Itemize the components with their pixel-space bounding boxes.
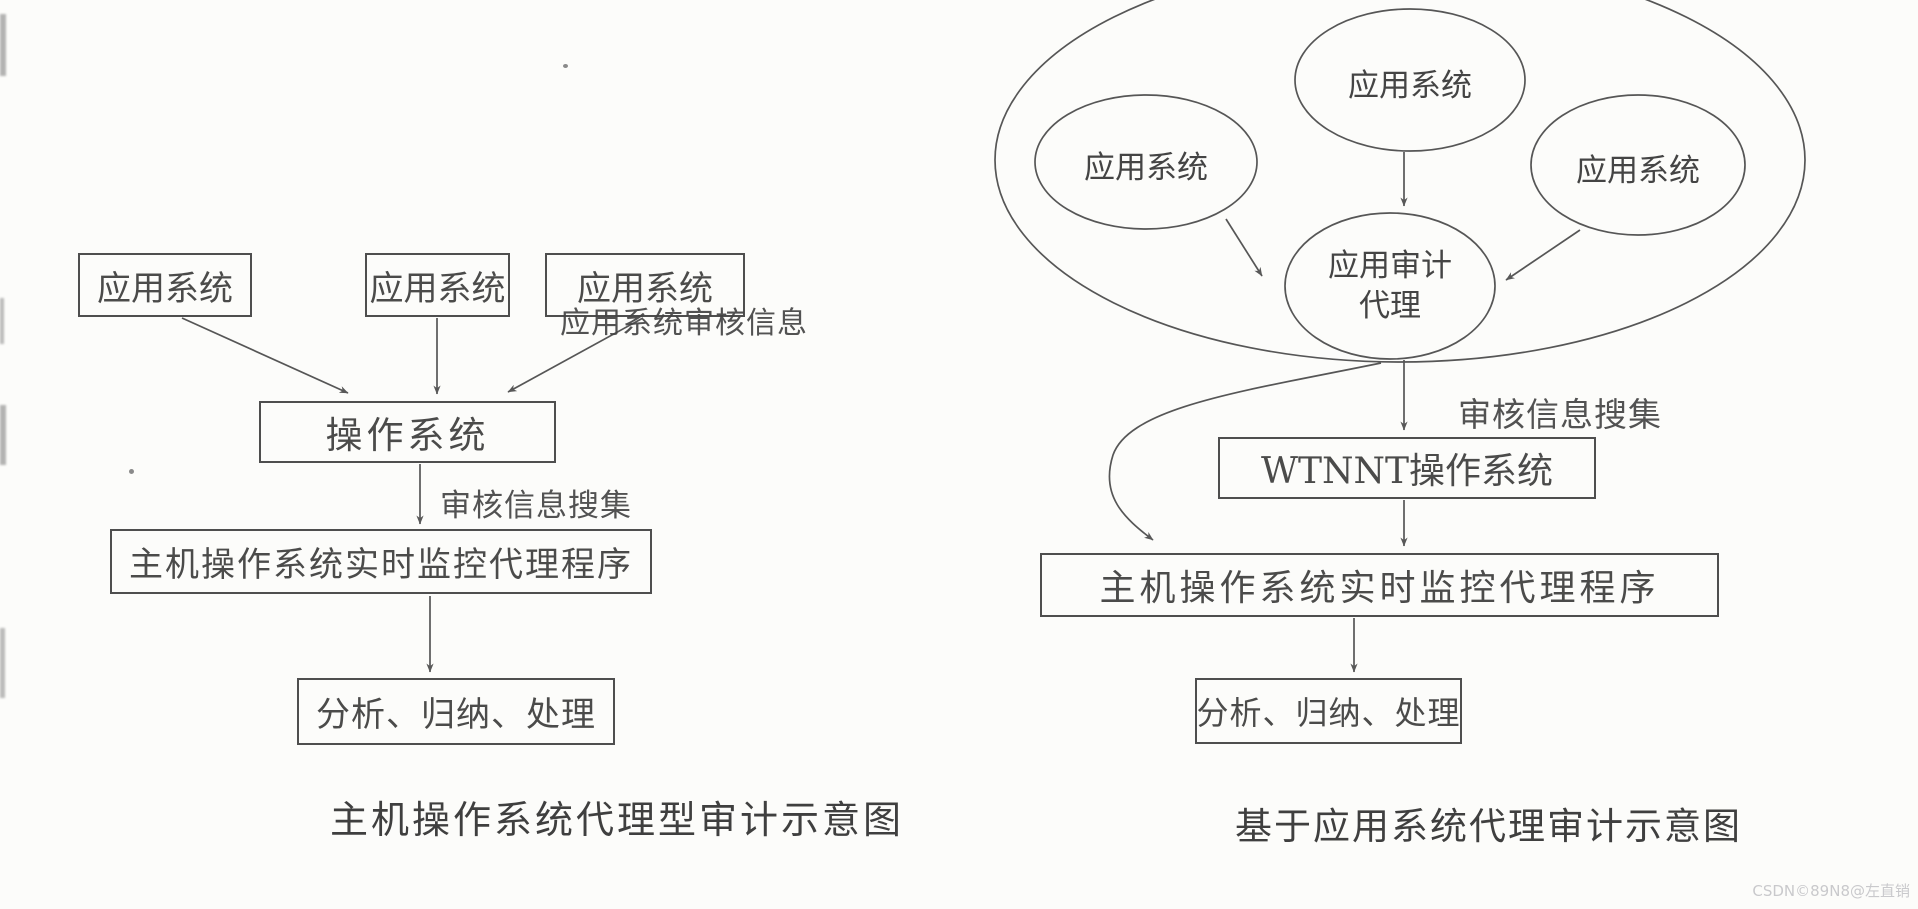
analysis-box-right-label: 分析、归纳、处理: [1196, 694, 1461, 732]
app-system-ellipse-top-label: 应用系统: [1348, 68, 1472, 104]
arrow-appleft-to-agent: [1225, 218, 1263, 277]
right-diagram-caption: 基于应用系统代理审计示意图: [1235, 805, 1742, 848]
app-system-box-2: 应用系统: [365, 253, 510, 317]
scan-artifact: [0, 298, 4, 344]
wtnnt-os-box-label: WTNNT操作系统: [1260, 451, 1554, 492]
app-system-ellipse-left: [1034, 94, 1258, 230]
wtnnt-os-box: WTNNT操作系统: [1218, 437, 1596, 499]
scan-artifact: [0, 405, 6, 465]
audit-agent-label-line1: 应用审计: [1328, 248, 1452, 284]
left-diagram-caption: 主机操作系统代理型审计示意图: [330, 798, 905, 842]
app-audit-info-label: 应用系统审核信息: [560, 306, 808, 341]
app-system-ellipse-right-label: 应用系统: [1576, 153, 1700, 189]
monitor-agent-box-right-label: 主机操作系统实时监控代理程序: [1099, 568, 1660, 609]
analysis-box-left-label: 分析、归纳、处理: [316, 695, 596, 735]
app-system-box-2-label: 应用系统: [369, 268, 506, 309]
scan-speck: [129, 469, 134, 474]
monitor-agent-box-left-label: 主机操作系统实时监控代理程序: [129, 545, 633, 585]
audit-agent-ellipse: [1284, 212, 1496, 360]
app-system-box-1: 应用系统: [78, 253, 252, 317]
csdn-watermark: CSDN©89N8@左直销: [1752, 882, 1910, 900]
app-system-ellipse-right: [1530, 94, 1746, 236]
curved-arrow-ellipse-to-monitor: [1108, 362, 1382, 541]
app-system-box-3: 应用系统: [545, 253, 745, 317]
scan-speck: [563, 64, 568, 68]
analysis-box-right: 分析、归纳、处理: [1195, 678, 1462, 744]
app-system-box-1-label: 应用系统: [97, 268, 233, 309]
os-box-label: 操作系统: [325, 414, 490, 457]
arrow-appright-to-agent: [1505, 229, 1581, 281]
app-system-box-3-label: 应用系统: [577, 268, 713, 309]
arrow-app1-to-os: [181, 317, 349, 394]
collect-label-left: 审核信息搜集: [440, 488, 632, 524]
app-system-ellipse-left-label: 应用系统: [1084, 150, 1208, 186]
scan-artifact: [0, 628, 5, 698]
audit-agent-label: 应用审计 代理: [1290, 246, 1490, 326]
analysis-box-left: 分析、归纳、处理: [297, 678, 615, 745]
monitor-agent-box-left: 主机操作系统实时监控代理程序: [110, 529, 652, 594]
network-boundary-ellipse: [994, 0, 1806, 363]
arrow-app3-to-os: [507, 317, 644, 393]
audit-agent-label-line2: 代理: [1359, 288, 1421, 324]
os-box: 操作系统: [259, 401, 556, 463]
collect-label-right: 审核信息搜集: [1458, 395, 1662, 434]
app-system-ellipse-top: [1294, 8, 1526, 152]
scan-artifact: [0, 14, 6, 76]
monitor-agent-box-right: 主机操作系统实时监控代理程序: [1040, 553, 1719, 617]
